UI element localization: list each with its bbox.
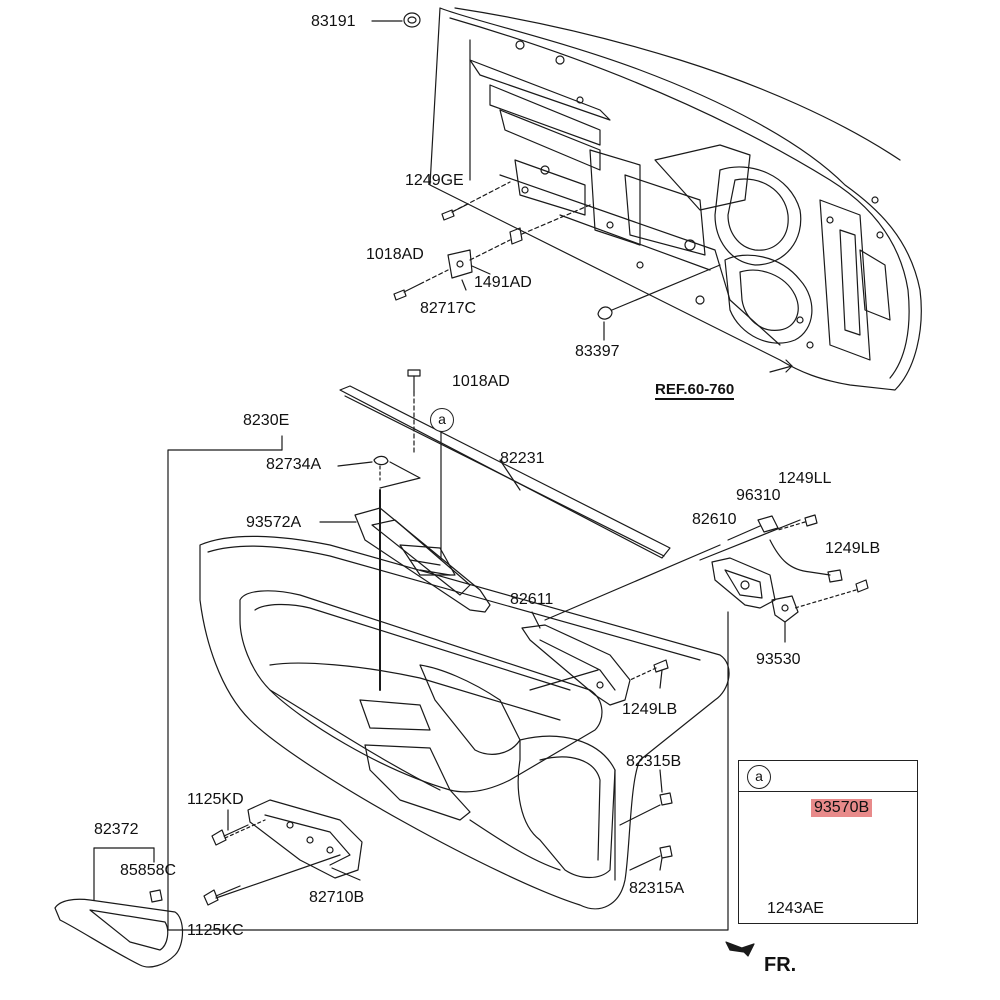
label-82611: 82611 (510, 591, 554, 608)
label-1243ae: 1243AE (767, 900, 824, 917)
label-fr: FR. (764, 954, 797, 976)
clip-85858c (149, 889, 163, 903)
detail-divider (739, 791, 917, 792)
bracket-82717c (447, 249, 473, 279)
switch-96310 (757, 515, 779, 533)
label-ref-60-760: REF.60-760 (655, 381, 735, 400)
label-1249lb-mid: 1249LB (622, 701, 678, 718)
label-85858c: 85858C (120, 862, 177, 879)
callout-a-detail: a (747, 765, 771, 789)
screw-1249lb-mid (629, 659, 669, 681)
front-direction-arrow (725, 941, 755, 957)
lock-93530 (771, 595, 799, 623)
label-83397: 83397 (575, 343, 620, 360)
label-1125kd: 1125KD (187, 791, 244, 808)
armrest-bracket-82710b (247, 799, 363, 879)
switch-bezel-93572a (354, 507, 491, 613)
screw-1249ll (777, 514, 818, 531)
label-1018ad-mid: 1018AD (452, 373, 510, 390)
trim-82372 (54, 898, 184, 968)
inside-handle-82610 (711, 557, 776, 609)
label-82734a: 82734A (266, 456, 322, 473)
label-82610: 82610 (692, 511, 737, 528)
clip-82734a (373, 455, 389, 466)
bolt-1249ge (441, 203, 469, 221)
bolt-1018ad-top (393, 283, 421, 301)
bolt-1125kd (211, 824, 249, 846)
label-93570b: 93570B (811, 799, 873, 817)
label-1491ad: 1491AD (474, 274, 532, 291)
label-82717c: 82717C (420, 300, 477, 317)
bolt-1018ad-mid (407, 369, 421, 393)
handle-bracket-82611 (521, 624, 631, 706)
label-8230e: 8230E (243, 412, 290, 429)
label-82315a: 82315A (629, 880, 685, 897)
connector (827, 569, 843, 583)
label-1249lb-right: 1249LB (825, 540, 881, 557)
callout-a-main: a (430, 408, 454, 432)
label-82372: 82372 (94, 821, 139, 838)
detail-box-a (738, 760, 918, 924)
label-1018ad-top: 1018AD (366, 246, 424, 263)
label-1125kc: 1125KC (187, 922, 244, 939)
label-96310: 96310 (736, 487, 781, 504)
assembly-frame (167, 449, 729, 931)
bolt-1125kc (203, 885, 241, 906)
label-1249ll: 1249LL (778, 470, 832, 487)
clip-1491ad (509, 227, 523, 245)
clip-83191 (403, 12, 421, 28)
plug-83397 (597, 306, 613, 320)
label-82315b: 82315B (626, 753, 682, 770)
screw-1249lb-right (794, 579, 869, 609)
label-83191: 83191 (311, 13, 356, 30)
label-93530: 93530 (756, 651, 801, 668)
label-82710b: 82710B (309, 889, 365, 906)
label-1249ge: 1249GE (405, 172, 464, 189)
label-93572a: 93572A (246, 514, 302, 531)
clip-82315b (659, 792, 673, 806)
door-inner-panel (429, 7, 922, 391)
weatherstrip-82231 (339, 385, 671, 559)
door-trim-panel (199, 535, 730, 910)
label-82231: 82231 (500, 450, 545, 467)
clip-82315a (659, 845, 673, 859)
